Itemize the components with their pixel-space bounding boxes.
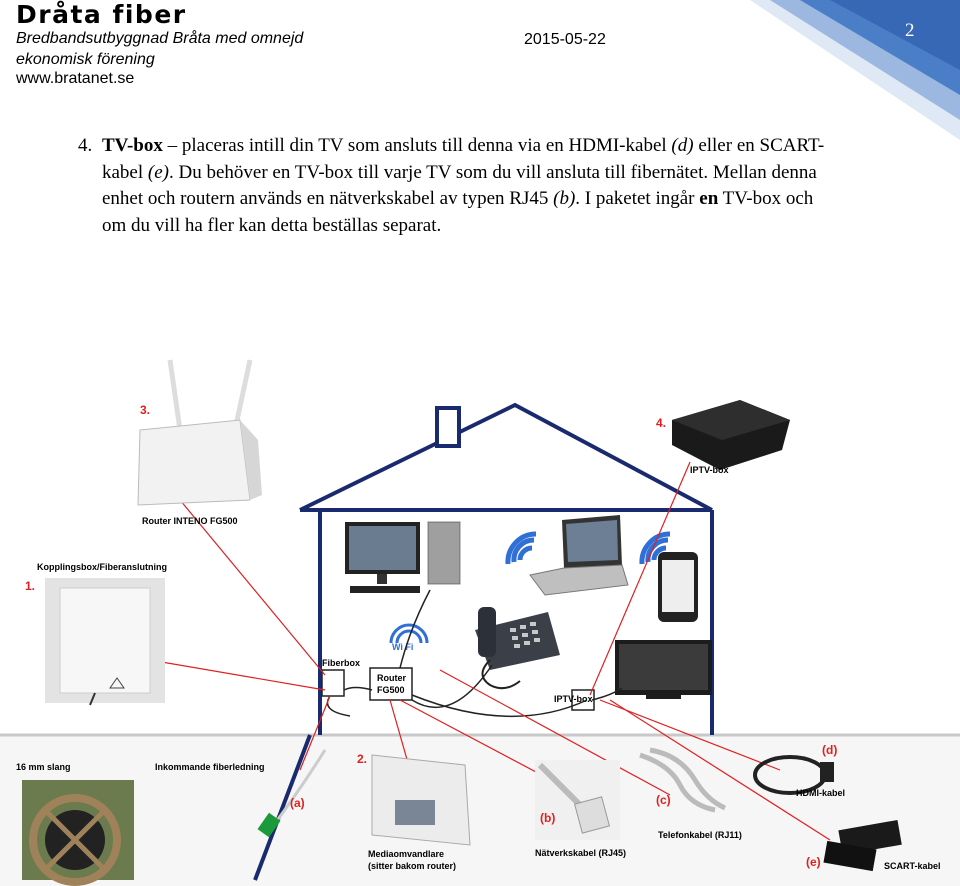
laptop-icon [529,515,629,596]
ref-e: (e) [147,161,169,183]
website-url: www.bratanet.se [16,70,135,87]
router-device-icon [137,359,262,506]
fiberbox-label: Fiberbox [322,658,360,668]
iptv-box-label: IPTV-box [554,694,593,704]
organization-subtitle: Bredbandsutbyggnad Bråta med omnejd [16,30,304,47]
ground-cable-line [253,734,312,881]
emphasis-en: en [699,188,719,209]
fiber-label: Inkommande fiberledning [155,762,265,772]
router-caption: Router INTENO FG500 [142,516,238,526]
wifi-router-signal-icon [389,623,429,644]
router-label-2: FG500 [377,685,405,695]
scart-label: SCART-kabel [884,861,941,871]
router-marker [369,667,413,701]
telefon-label: Telefonkabel (RJ11) [658,830,742,840]
network-cable-icon [535,760,620,840]
router-label-1: Router [377,673,406,683]
text: . Du behöver en TV-box till varje TV som… [169,161,817,183]
paragraph-line-1: TV-box – placeras intill din TV som ansl… [102,133,824,160]
natverk-label: Nätverkskabel (RJ45) [535,848,626,858]
text: eller en SCART- [693,135,825,156]
page-number: 2 [905,20,915,41]
desktop-computer-icon [345,521,461,593]
text: . I paketet ingår [575,188,700,209]
ref-d: (d) [671,135,694,156]
cable-tag-b: (b) [540,811,555,825]
iptv-box-device-icon [672,400,790,470]
television-icon [615,640,712,699]
paragraph-line-4: om du vill ha fler kan detta beställas s… [102,214,442,236]
organization-name: Dråta fiber [16,0,187,29]
cable-tag-a: (a) [290,796,305,810]
device-number-3: 3. [140,403,150,417]
organization-type: ekonomisk förening [16,51,155,68]
paragraph-line-3: enhet och routern används en nätverkskab… [102,186,813,213]
smartphone-icon [658,552,698,622]
hdmi-label: HDMI-kabel [796,788,845,798]
media-label-1: Mediaomvandlare [368,849,444,859]
cable-reel-icon [22,780,134,886]
chimney [435,406,461,448]
slang-label: 16 mm slang [16,762,71,772]
item-number: 4. [78,135,93,156]
device-number-2: 2. [357,752,367,766]
network-diagram: Wi Fi Fiberbox Router FG500 IPTV-box 3. … [0,359,960,886]
phone-cable-icon [639,747,727,813]
ref-b: (b) [553,188,576,209]
hdmi-cable-icon [753,755,834,795]
wifi-label: Wi Fi [392,642,413,652]
text: kabel [102,161,148,183]
kopplingsbox-caption: Kopplingsbox/Fiberanslutning [37,562,167,572]
house-outline [253,402,714,881]
fiber-connector-icon [257,749,327,838]
pointer-lines [149,461,831,841]
cable-tag-c: (c) [656,793,671,807]
device-number-4: 4. [656,416,666,430]
corner-decoration [750,0,960,140]
document-date: 2015-05-22 [524,31,606,48]
internal-cables [326,589,623,717]
desk-phone-icon [475,607,560,690]
iptv-caption: IPTV-box [690,465,729,475]
text: enhet och routern används en nätverkskab… [102,188,554,209]
media-converter-icon [371,754,471,846]
text: TV-box och [718,188,814,209]
paragraph-line-2: kabel (e). Du behöver en TV-box till var… [102,160,817,187]
cable-tag-e: (e) [806,855,821,869]
fiberbox-marker [321,669,345,697]
term-tvbox: TV-box [102,135,163,156]
device-number-1: 1. [25,579,35,593]
kopplingsbox-device-icon [45,578,165,706]
text: – placeras intill din TV som ansluts til… [162,135,672,156]
scart-cable-icon [823,819,902,872]
media-label-2: (sitter bakom router) [368,861,456,871]
cable-tag-d: (d) [822,743,837,757]
